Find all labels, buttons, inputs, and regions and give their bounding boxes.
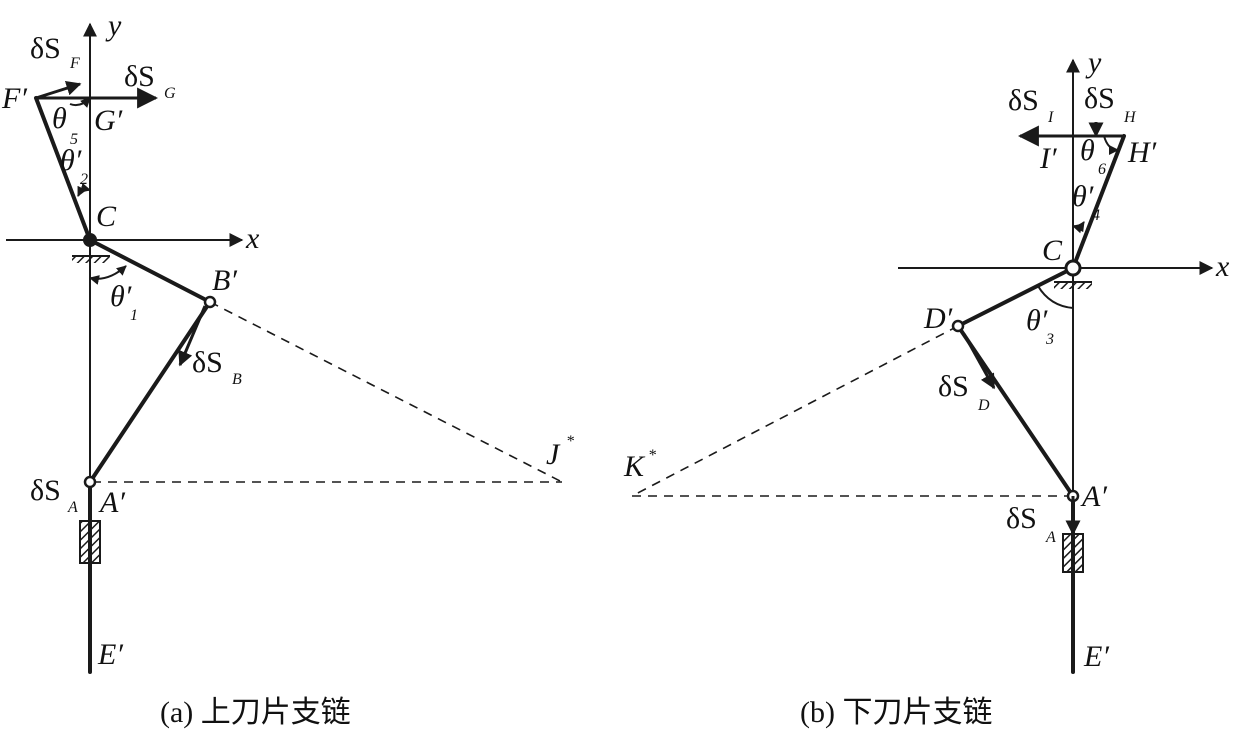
angle-arc-theta5: [69, 97, 91, 108]
label-d-prime: D′: [923, 302, 953, 335]
label-h-prime: H′: [1127, 136, 1157, 169]
label-g-prime: G′: [94, 104, 123, 137]
label-theta5: θ: [52, 102, 67, 135]
label-e-prime: E′: [97, 638, 123, 671]
vector-ds-b: [178, 305, 207, 367]
vector-ds-d: [962, 333, 996, 390]
label-a-prime: A′: [98, 486, 125, 519]
label-a-prime: A′: [1080, 480, 1107, 513]
label-ds-i: δS: [1008, 84, 1039, 117]
label-theta2-sub: 2: [80, 171, 88, 188]
label-theta1-sub: 1: [130, 307, 138, 324]
pin-a: [83, 475, 97, 489]
ground-hatch-c: [1054, 282, 1092, 289]
label-ds-g: δS: [124, 60, 155, 93]
label-theta3-sub: 3: [1045, 331, 1054, 348]
slider-guide: [79, 520, 101, 564]
caption-a: (a) 上刀片支链: [160, 696, 351, 729]
link-d-a: [956, 324, 1075, 498]
label-j: J: [546, 438, 561, 471]
label-j-star: *: [566, 433, 574, 450]
right-y-axis-label: y: [1085, 46, 1102, 79]
label-theta6-sub: 6: [1098, 161, 1106, 178]
angle-arc-theta1: [89, 265, 127, 285]
label-theta3: θ′: [1026, 304, 1048, 337]
label-theta5-sub: 5: [70, 131, 78, 148]
label-theta4: θ′: [1072, 180, 1094, 213]
label-k: K: [623, 450, 646, 483]
label-e-prime: E′: [1083, 640, 1109, 673]
vector-ds-f: [35, 80, 82, 100]
label-f-prime: F′: [1, 82, 27, 115]
label-ds-f: δS: [30, 32, 61, 65]
label-ds-a: δS: [30, 474, 61, 507]
label-ds-b-sub: B: [232, 371, 242, 388]
label-ds-h: δS: [1084, 82, 1115, 115]
label-theta6: θ: [1080, 134, 1095, 167]
link-b-a: [88, 300, 212, 484]
lower-blade-chain: y x H′ I′ C D′ A′ E′ K: [623, 46, 1230, 729]
label-b-prime: B′: [212, 264, 237, 297]
label-theta2: θ′: [60, 144, 82, 177]
label-c: C: [1042, 234, 1063, 267]
label-i-prime: I′: [1039, 142, 1057, 175]
dashed-line-d-k: [631, 325, 959, 497]
label-ds-h-sub: H: [1123, 109, 1137, 126]
label-ds-a-sub: A: [67, 499, 78, 516]
label-ds-i-sub: I: [1047, 109, 1054, 126]
link-c-d: [956, 266, 1075, 328]
left-y-axis-label: y: [105, 9, 122, 42]
pin-d: [951, 319, 965, 333]
label-ds-d: δS: [938, 370, 969, 403]
link-h-c: [1071, 134, 1126, 270]
label-ds-a: δS: [1006, 502, 1037, 535]
label-theta4-sub: 4: [1092, 207, 1100, 224]
caption-b: (b) 下刀片支链: [800, 696, 992, 729]
label-ds-g-sub: G: [164, 85, 176, 102]
left-x-axis-label: x: [245, 222, 260, 255]
label-theta1: θ′: [110, 280, 132, 313]
ground-hatch-c: [72, 256, 110, 263]
label-ds-b: δS: [192, 346, 223, 379]
angle-arc-theta4: [1072, 221, 1085, 234]
pivot-c: [1064, 259, 1082, 277]
upper-blade-chain: y x F′ G′ C B′ A′ E′ J *: [1, 9, 574, 729]
label-ds-f-sub: F: [69, 55, 80, 72]
pin-b: [203, 295, 217, 309]
pivot-c: [83, 233, 97, 247]
link-f-c: [34, 96, 92, 242]
label-k-star: *: [648, 447, 656, 464]
angle-arc-theta6: [1103, 135, 1119, 155]
right-x-axis-label: x: [1215, 250, 1230, 283]
label-ds-d-sub: D: [977, 397, 990, 414]
angle-arc-theta3: [1037, 285, 1074, 309]
label-c: C: [96, 200, 117, 233]
link-c-b: [88, 238, 212, 304]
slider-guide: [1062, 533, 1084, 573]
dashed-line-b-j: [209, 301, 563, 483]
angle-arc-theta2: [77, 182, 91, 197]
label-ds-a-sub: A: [1045, 529, 1056, 546]
